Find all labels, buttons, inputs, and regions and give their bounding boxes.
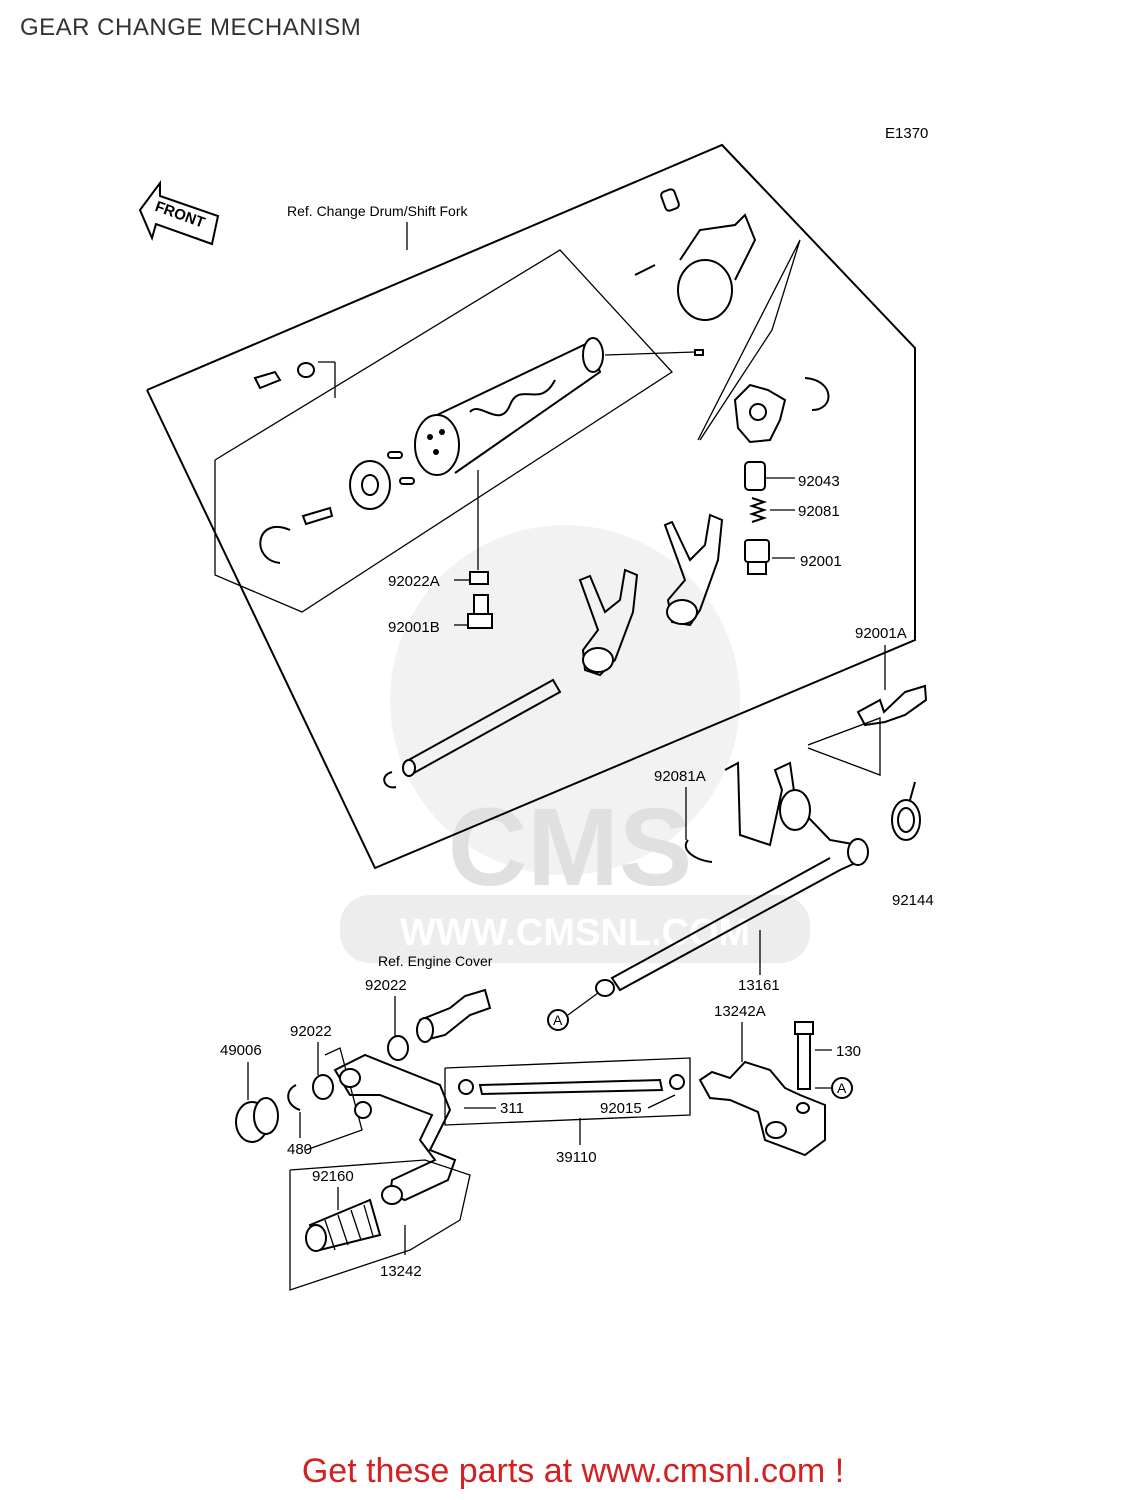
drum-small-parts [253, 349, 704, 564]
label-92160: 92160 [312, 1168, 354, 1185]
circlip-480 [287, 1084, 301, 1111]
stud-engine-cover [387, 988, 492, 1061]
callout-a-right: A [815, 1077, 853, 1099]
label-92015: 92015 [600, 1100, 642, 1117]
label-92144: 92144 [892, 892, 934, 909]
label-92022-top: 92022 [365, 977, 407, 994]
leader-92015 [647, 1094, 676, 1109]
label-13242a: 13242A [714, 1003, 766, 1020]
label-311: 311 [500, 1100, 524, 1117]
page-title: GEAR CHANGE MECHANISM [20, 14, 362, 41]
label-92043: 92043 [798, 473, 840, 490]
bolt-130 [794, 1021, 832, 1090]
label-92081a: 92081A [654, 768, 706, 785]
label-92022a: 92022A [388, 573, 440, 590]
watermark-logo-text: CMS [448, 786, 692, 909]
ref-drum-label: Ref. Change Drum/Shift Fork [287, 203, 469, 219]
bolt-92001a [856, 684, 928, 727]
footer-promo-link[interactable]: Get these parts at www.cmsnl.com ! [301, 1452, 845, 1490]
svg-text:A: A [553, 1012, 563, 1028]
cap-49006 [235, 1097, 279, 1143]
cms-watermark: CMS WWW.CMSNL.COM [340, 525, 810, 963]
spring-92081a [684, 839, 713, 863]
detent-parts [744, 461, 795, 575]
label-92081: 92081 [798, 503, 840, 520]
shift-fork-top [634, 188, 757, 321]
label-39110: 39110 [556, 1149, 597, 1166]
shift-rod [383, 678, 562, 789]
ref-engine-label: Ref. Engine Cover [378, 953, 493, 969]
fork-subgroup-outline [807, 717, 881, 776]
drum-group-outline [146, 143, 916, 870]
label-92001a: 92001A [855, 625, 907, 642]
exploded-parts-diagram: CMS WWW.CMSNL.COM E1370 FRONT Ref. Chang… [138, 125, 934, 1291]
shift-lever-13242 [333, 1053, 457, 1202]
label-480: 480 [287, 1141, 312, 1158]
shift-shaft-13161 [595, 761, 869, 997]
label-13242: 13242 [380, 1263, 422, 1280]
diagram-code: E1370 [885, 125, 928, 142]
svg-text:A: A [837, 1080, 847, 1096]
bolt-92001b [454, 470, 493, 629]
label-49006: 49006 [220, 1042, 262, 1059]
label-13161: 13161 [738, 977, 780, 994]
shift-forks-middle [578, 513, 724, 677]
front-arrow-icon: FRONT [138, 179, 220, 246]
cam-plate [733, 377, 830, 444]
label-92001b: 92001B [388, 619, 440, 636]
washer-92022 [312, 1074, 334, 1100]
callout-a-left: A [547, 992, 599, 1031]
pedal-subgroup-outline [289, 1159, 471, 1291]
change-drum [414, 337, 604, 476]
pedal-rubber-92160 [305, 1185, 403, 1252]
lever-subgroup-outline [305, 1047, 363, 1151]
shift-arm-13242a [698, 1060, 826, 1157]
link-rod-39110 [444, 1057, 691, 1126]
label-92001: 92001 [800, 553, 842, 570]
star-subgroup-outline [697, 239, 801, 441]
torsion-spring-92144 [891, 781, 921, 841]
label-130: 130 [836, 1043, 861, 1060]
drum-subgroup-outline [214, 249, 673, 613]
label-92022-mid: 92022 [290, 1023, 332, 1040]
